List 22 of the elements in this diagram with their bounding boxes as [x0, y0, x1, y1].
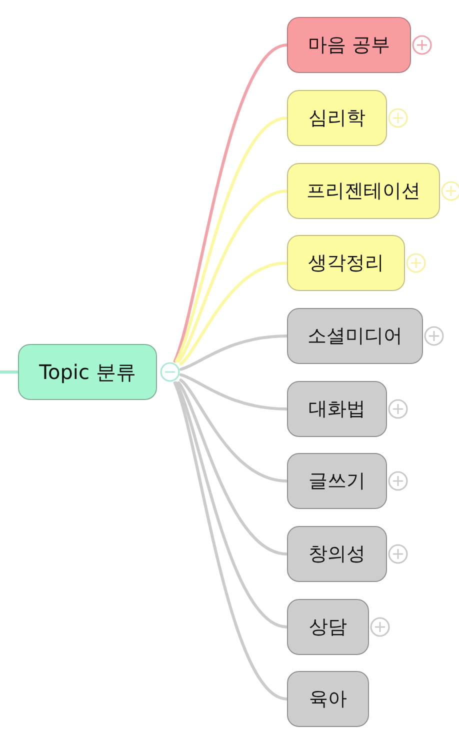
subtopic-box: 마음 공부: [287, 17, 411, 73]
subtopic-box: 프리젠테이션: [287, 163, 440, 219]
subtopic-box: 육아: [287, 671, 369, 727]
branch-line: [174, 381, 288, 628]
branch-line: [180, 334, 288, 371]
subtopic-box: 대화법: [287, 381, 387, 437]
subtopic-box: 상담: [287, 599, 369, 655]
branch-line: [174, 116, 288, 363]
subtopic-box: 생각정리: [287, 235, 405, 291]
branch-line: [173, 381, 288, 700]
central-topic-box: Topic 분류: [18, 344, 157, 400]
branch-line: [173, 44, 288, 363]
branch-line: [0, 370, 20, 374]
subtopic-box: 창의성: [287, 526, 387, 582]
branch-line: [179, 262, 288, 366]
subtopic-box: 심리학: [287, 90, 387, 146]
subtopic-box: 글쓰기: [287, 453, 387, 509]
subtopic-box: 소셜미디어: [287, 308, 423, 364]
branch-line: [177, 190, 288, 363]
branch-line: [177, 381, 288, 556]
branch-line: [180, 373, 288, 410]
branch-line: [179, 378, 288, 482]
